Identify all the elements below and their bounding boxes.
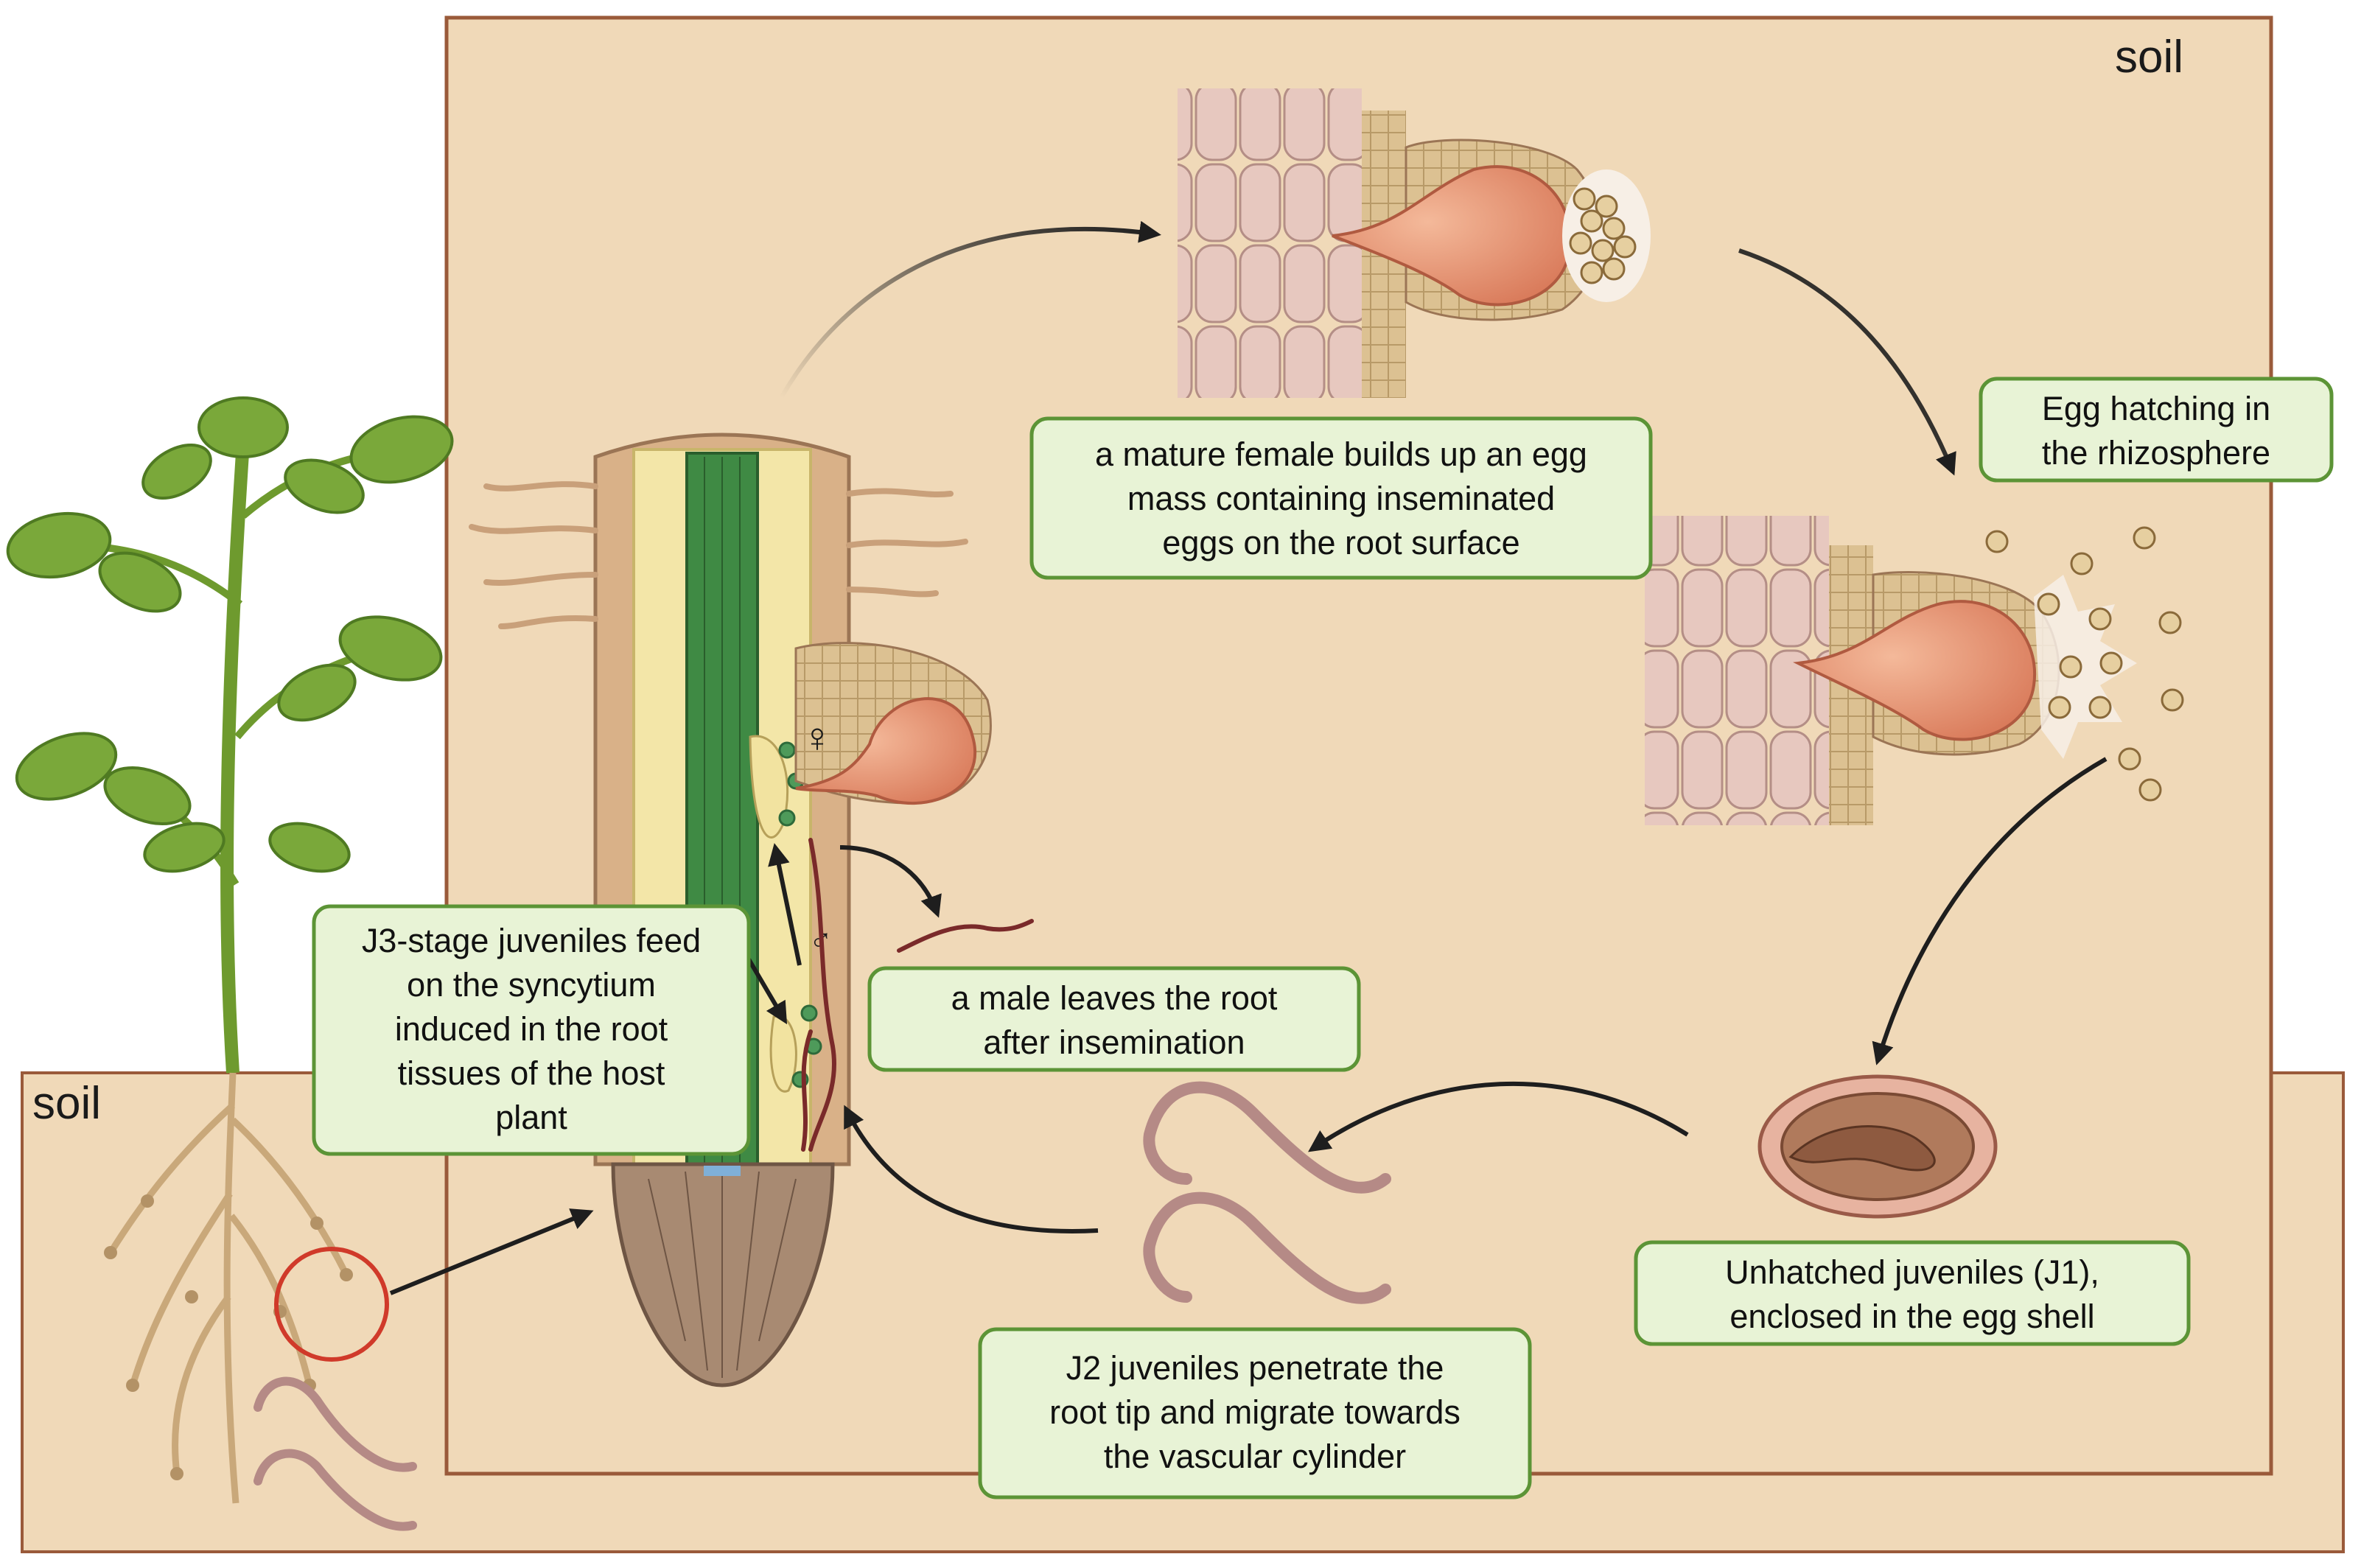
magnify-circle-icon — [274, 1247, 389, 1362]
label-male-leaves: a male leaves the root after inseminatio… — [867, 966, 1361, 1072]
egg-capsule-icon — [1757, 1074, 1998, 1219]
male-nematode-icon — [801, 838, 1034, 1152]
svg-text:Egg hatching in: Egg hatching in — [2042, 390, 2270, 427]
svg-text:J3-stage juveniles feed: J3-stage juveniles feed — [362, 922, 701, 959]
arrow-j3-up — [768, 843, 802, 966]
j2-juvenile-icon — [1143, 1081, 1391, 1304]
arrow-male-leaves — [839, 845, 942, 918]
svg-text:the vascular cylinder: the vascular cylinder — [1104, 1438, 1406, 1475]
svg-text:tissues of the host: tissues of the host — [398, 1054, 665, 1092]
arrow-root-to-female — [779, 220, 1161, 399]
svg-text:J2 juveniles penetrate the: J2 juveniles penetrate the — [1066, 1349, 1444, 1387]
arrow-j1-to-j2 — [1308, 1081, 1689, 1152]
root-section-icon — [469, 433, 968, 1387]
svg-text:the rhizosphere: the rhizosphere — [2042, 434, 2270, 472]
svg-text:root tip and migrate towards: root tip and migrate towards — [1049, 1393, 1461, 1431]
svg-text:Unhatched juveniles (J1),: Unhatched juveniles (J1), — [1725, 1253, 2099, 1291]
female-symbol: ♀ — [802, 714, 833, 760]
arrow-j2-to-root — [844, 1105, 1099, 1233]
arrow-female-to-hatching — [1738, 248, 1956, 476]
female-nematode-icon — [794, 642, 992, 805]
label-j3-feed: J3-stage juveniles feed on the syncytium… — [312, 904, 751, 1156]
svg-text:on the syncytium: on the syncytium — [407, 966, 656, 1004]
label-egg-hatching: Egg hatching in the rhizosphere — [1979, 377, 2334, 483]
label-female-egg-mass: a mature female builds up an egg mass co… — [1029, 416, 1653, 580]
svg-text:induced in the root: induced in the root — [395, 1010, 668, 1048]
label-j1-unhatched: Unhatched juveniles (J1), enclosed in th… — [1634, 1240, 2191, 1346]
svg-text:a male leaves the root: a male leaves the root — [951, 979, 1278, 1017]
soil-label-inner: soil — [2115, 32, 2183, 83]
arrow-hatching-to-j1 — [1872, 757, 2108, 1065]
label-j2-penetrate: J2 juveniles penetrate the root tip and … — [978, 1327, 1532, 1499]
arrow-j3-down — [746, 956, 788, 1025]
magnify-arrow — [389, 1208, 594, 1295]
tomato-plant-icon — [6, 396, 454, 1531]
svg-text:after insemination: after insemination — [983, 1023, 1245, 1061]
svg-text:enclosed in the egg shell: enclosed in the egg shell — [1729, 1298, 2094, 1335]
svg-text:a mature female builds up an e: a mature female builds up an egg — [1095, 435, 1587, 473]
svg-text:mass containing inseminated: mass containing inseminated — [1127, 480, 1555, 517]
egg-mass-icon — [1178, 88, 1651, 398]
svg-text:eggs on the root surface: eggs on the root surface — [1162, 524, 1519, 561]
hatching-eggs-icon — [1645, 516, 2184, 825]
svg-text:plant: plant — [495, 1099, 567, 1136]
soil-label-outer: soil — [32, 1078, 101, 1129]
